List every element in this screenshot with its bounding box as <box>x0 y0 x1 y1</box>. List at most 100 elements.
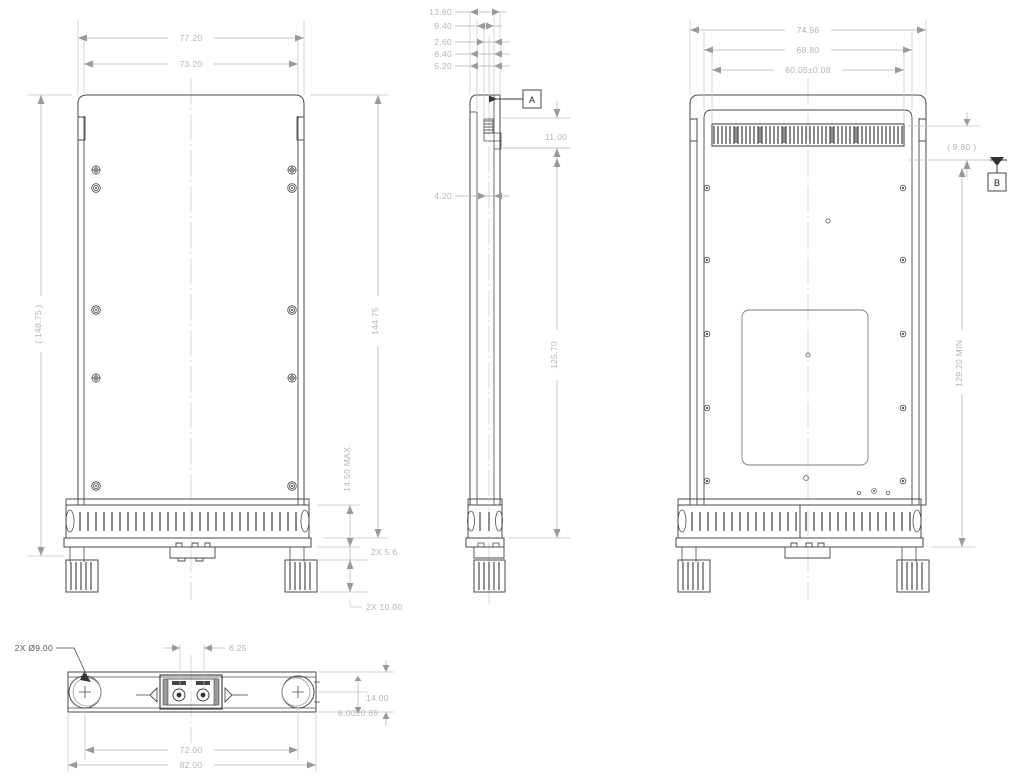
dim-front-foot-height: 2X 10.00 <box>321 560 402 612</box>
front-screw-l4 <box>91 373 101 383</box>
dim-side-d4: 6.40 <box>434 49 510 59</box>
rear-bolt-l1 <box>703 184 711 192</box>
side-connector-block <box>483 118 502 150</box>
dim-label-front-foot-step: 2X 5.6 <box>371 547 397 557</box>
side-vent-end-left <box>467 510 475 532</box>
front-view: 77.20 73.20 ( 148.75 ) <box>28 20 402 612</box>
dim-bottom-depth-inner: 6.00±0.65 <box>318 676 378 718</box>
dim-rear-vent-offset: ( 9.80 ) <box>908 112 990 178</box>
dim-bottom-connector-offset: 6.25 <box>163 643 246 690</box>
front-vent-end-right <box>300 509 310 533</box>
rear-left-rail-notch <box>690 118 698 142</box>
datum-box-b <box>987 172 1007 192</box>
rear-bolt-r5 <box>899 477 907 485</box>
rear-foot-right <box>896 547 930 593</box>
datum-feature-b: B <box>987 157 1007 192</box>
rear-bolt-r3 <box>899 330 907 338</box>
bottom-latch-right <box>224 686 233 704</box>
rear-body-outline <box>689 94 927 506</box>
dim-side-body-height: 125.70 <box>503 147 570 539</box>
rear-foot-left <box>677 547 711 593</box>
dim-label-rear-width-inner: 68.80 <box>797 45 820 55</box>
front-screw-l1 <box>91 165 101 175</box>
dim-rear-vent-width: 60.05±0.08 <box>711 52 905 124</box>
dim-label-bottom-depth-outer: 14.00 <box>366 693 389 703</box>
rear-hole-cluster <box>857 488 891 495</box>
dim-front-foot-clearance: 14.50 MAX. <box>317 444 360 548</box>
dim-side-d1: 13.60 <box>429 7 506 17</box>
dim-front-width-inner: 73.20 <box>83 40 299 95</box>
front-base-plate <box>63 537 312 548</box>
rear-hole-center <box>805 352 811 358</box>
rear-vent-end-right <box>912 509 922 533</box>
dim-label-front-width-inner: 73.20 <box>180 59 203 69</box>
dim-label-rear-width-outer: 74.96 <box>797 25 820 35</box>
dim-side-d3: 2.60 <box>434 37 510 47</box>
dim-label-side-d3: 2.60 <box>434 37 452 47</box>
front-fastener-group-left <box>91 165 101 491</box>
dim-front-height-ref: ( 148.75 ) <box>28 94 72 557</box>
rear-hole-upper <box>825 218 831 224</box>
dim-rear-width-inner: 68.80 <box>703 32 913 110</box>
rear-base-plate <box>675 537 924 548</box>
rear-vent-lip <box>677 498 922 506</box>
dim-label-bottom-depth-inner: 6.00±0.65 <box>338 708 378 718</box>
bottom-hole-right <box>281 675 320 709</box>
rear-fastener-group-right <box>899 184 907 485</box>
rear-inner-panel-top <box>703 109 913 119</box>
rear-bolt-r1 <box>899 184 907 192</box>
front-fastener-group-right <box>287 165 297 491</box>
front-screw-r5 <box>287 481 297 491</box>
front-vent-top-lip <box>65 498 310 506</box>
side-connector-stub <box>473 546 505 559</box>
rear-fastener-group-left <box>703 184 711 485</box>
side-vent-end-right <box>495 510 503 532</box>
dim-label-front-foot-height: 2X 10.00 <box>366 602 402 612</box>
dim-label-front-height-main: 144.75 <box>370 307 380 335</box>
bottom-plate-outline <box>67 671 317 713</box>
dim-label-side-body-height: 125.70 <box>549 341 559 369</box>
dim-bottom-length-outer: 82.00 <box>67 712 317 772</box>
side-base-plate <box>465 537 505 548</box>
rear-right-rail-notch <box>918 118 926 142</box>
datum-box-a <box>522 89 542 109</box>
rear-vent-grille <box>711 123 905 147</box>
dim-side-d5: 5.20 <box>434 61 510 71</box>
front-vent-end-left <box>65 509 75 533</box>
dim-side-top-offset: 11.00 <box>502 101 570 168</box>
bottom-latch-left <box>149 686 158 704</box>
dim-label-front-foot-clearance: 14.50 MAX. <box>342 444 352 491</box>
front-base-assembly <box>63 498 312 548</box>
rear-base-assembly <box>675 498 924 548</box>
dim-bottom-length-inner: 72.00 <box>84 708 299 760</box>
front-left-rail <box>77 104 85 505</box>
front-screw-r1 <box>287 165 297 175</box>
side-base-assembly <box>465 498 505 559</box>
rear-bolt-r2 <box>899 256 907 264</box>
dim-front-width-outer: 77.20 <box>77 20 305 95</box>
side-vent-housing <box>467 504 503 539</box>
rear-bolt-r4 <box>899 404 907 412</box>
dim-label-side-d1: 13.60 <box>429 7 452 17</box>
callout-bottom-holes: 2X Ø9.00 <box>15 643 91 682</box>
front-vent-slots <box>79 512 297 531</box>
rear-right-rail <box>918 104 927 505</box>
side-vent-slots <box>479 512 490 531</box>
front-foot-left <box>65 547 99 593</box>
rear-hole-lower <box>803 475 809 481</box>
rear-inner-panel-edges <box>703 118 913 505</box>
front-screw-l2 <box>91 183 101 193</box>
dim-rear-height-min: 129.20 MIN. <box>932 159 990 548</box>
dim-front-height-main: 144.75 <box>310 94 388 539</box>
front-connector-stub <box>169 542 216 562</box>
bottom-connector-module <box>136 674 248 710</box>
dim-label-side-d5: 5.20 <box>434 61 452 71</box>
dim-label-side-top-offset: 11.00 <box>545 132 567 142</box>
dim-label-front-width-outer: 77.20 <box>180 33 203 43</box>
front-screw-l5 <box>91 481 101 491</box>
datum-label-a: A <box>529 95 535 105</box>
dim-bottom-depth-outer: 14.00 <box>318 660 394 726</box>
rear-vent-end-left <box>677 509 687 533</box>
